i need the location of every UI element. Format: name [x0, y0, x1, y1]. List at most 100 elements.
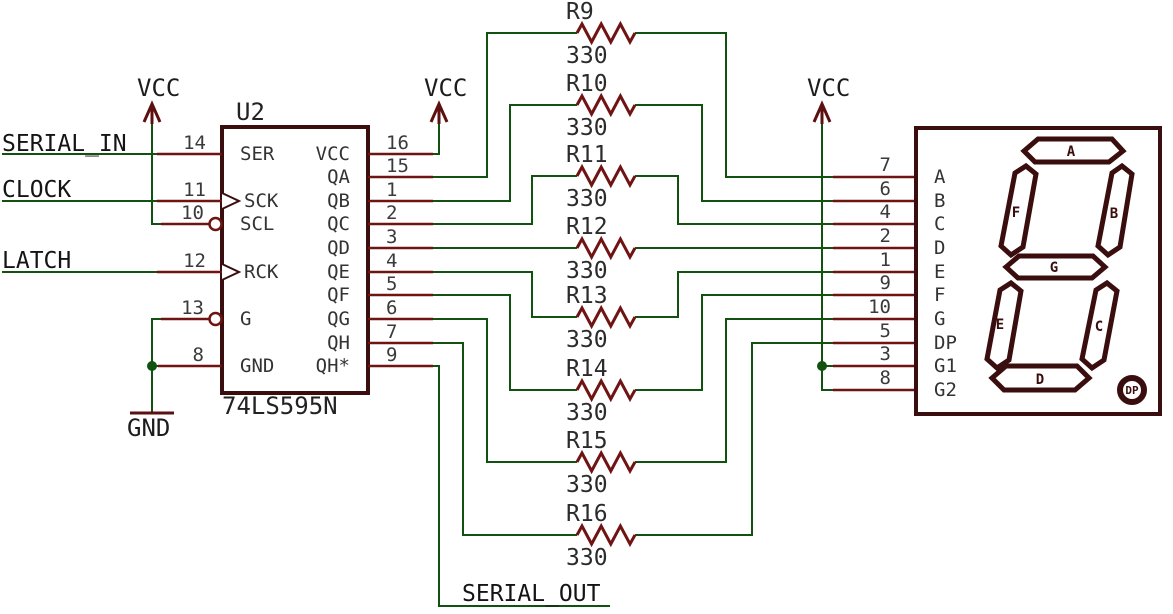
r11-name: R11 [566, 142, 608, 168]
u2-pin16-num: 16 [386, 132, 409, 154]
u2-body [220, 125, 370, 395]
vcc-1-arrow-icon [142, 100, 162, 124]
wire-vcc2[interactable] [433, 122, 440, 155]
wire-g-to-gnd[interactable] [151, 318, 161, 412]
u2-pin11-num: 11 [183, 179, 206, 201]
resistor-r14[interactable]: R14 330 [566, 356, 637, 426]
u2-chip[interactable]: U2 74LS595N 14 11 10 12 13 8 SER SCK SCL… [157, 98, 433, 420]
disp-pin6-num: 6 [880, 178, 891, 200]
segment-g-letter: G [1050, 260, 1058, 276]
segment-c-letter: C [1095, 319, 1103, 335]
resistor-r10[interactable]: R10 330 [566, 71, 637, 141]
u2-part-number: 74LS595N [222, 392, 338, 420]
segment-a-letter: A [1067, 144, 1076, 160]
u2-pin-gnd-name: GND [240, 355, 274, 377]
segment-c-shape [1079, 279, 1120, 372]
resistor-r12[interactable]: R12 330 [566, 214, 637, 284]
net-label-clock[interactable]: CLOCK [2, 177, 71, 203]
vcc-symbol-2[interactable]: VCC [424, 74, 467, 124]
u2-pin-qf-name: QF [327, 284, 350, 306]
r12-zigzag-icon [575, 235, 637, 261]
junction-dot-gnd [147, 361, 157, 371]
wire-qg-to-r15[interactable] [433, 318, 577, 463]
decimal-point-icon [1117, 375, 1147, 405]
wire-qc-to-r11[interactable] [433, 175, 577, 225]
disp-pin4-num: 4 [880, 201, 891, 223]
wire-r9-to-a[interactable] [635, 32, 833, 178]
wire-r15-to-g[interactable] [635, 318, 833, 463]
wire-r11-to-c[interactable] [635, 175, 833, 225]
vcc-1-label: VCC [137, 74, 180, 102]
net-label-serial-in[interactable]: SERIAL_IN [2, 131, 127, 157]
r9-name: R9 [566, 0, 594, 25]
u2-pin-qg-name: QG [327, 308, 350, 330]
disp-pin9-num: 9 [880, 272, 891, 294]
wire-qe-to-r13[interactable] [433, 271, 577, 318]
disp-name-g2: G2 [934, 379, 957, 401]
wire-r10-to-b[interactable] [635, 104, 833, 202]
decimal-point-letter: DP [1125, 384, 1139, 397]
r14-value: 330 [566, 400, 608, 426]
u2-pin13-num: 13 [181, 297, 204, 319]
r13-value: 330 [566, 327, 608, 353]
r10-value: 330 [566, 115, 608, 141]
wire-qf-to-r14[interactable] [433, 294, 577, 391]
vcc-symbol-3[interactable]: VCC [807, 74, 850, 124]
r9-value: 330 [566, 43, 608, 69]
wire-vcc1-to-scl[interactable] [151, 122, 161, 225]
wire-vcc3[interactable] [821, 122, 833, 391]
resistor-r11[interactable]: R11 330 [566, 142, 637, 212]
wire-r14-to-f[interactable] [635, 294, 833, 391]
r16-name: R16 [566, 501, 608, 527]
resistor-r13[interactable]: R13 330 [566, 283, 637, 353]
u2-pin-g-name: G [240, 308, 251, 330]
u2-scl-inversion-bubble-icon [208, 216, 223, 232]
wire-qb-to-r10[interactable] [433, 104, 577, 202]
wire-qhstar-serial-out[interactable] [433, 365, 610, 607]
disp-name-dp: DP [934, 332, 957, 354]
r13-zigzag-icon [575, 304, 637, 330]
u2-pin3-num: 3 [386, 226, 397, 248]
u2-sck-clock-triangle-icon [221, 192, 242, 210]
resistor-r9[interactable]: R9 330 [566, 0, 637, 69]
wire-qa-to-r9[interactable] [433, 32, 577, 178]
u2-pin-sck-name: SCK [244, 190, 279, 212]
wire-qh-to-r16[interactable] [433, 342, 577, 536]
gnd-symbol[interactable]: GND [127, 411, 174, 442]
resistor-r16[interactable]: R16 330 [566, 501, 637, 571]
segment-d-letter: D [1036, 372, 1044, 388]
segment-a-shape [1020, 136, 1127, 165]
u2-pin4-num: 4 [386, 250, 397, 272]
disp-name-b: B [934, 190, 945, 212]
wire-r16-to-dp[interactable] [635, 342, 833, 536]
r12-value: 330 [566, 258, 608, 284]
r10-zigzag-icon [575, 92, 637, 118]
disp-name-c: C [934, 213, 945, 235]
segment-b-shape [1095, 162, 1135, 259]
resistor-r15[interactable]: R15 330 [566, 428, 637, 498]
segment-b-letter: B [1110, 206, 1118, 222]
u2-rck-clock-triangle-icon [221, 263, 242, 281]
u2-pin-vcc-name: VCC [316, 143, 350, 165]
u2-pin9-num: 9 [386, 344, 397, 366]
disp-name-g1: G1 [934, 355, 957, 377]
wire-r13-to-e[interactable] [635, 271, 833, 318]
r13-name: R13 [566, 283, 608, 309]
r15-zigzag-icon [575, 449, 637, 475]
r16-value: 330 [566, 545, 608, 571]
vcc-symbol-1[interactable]: VCC [137, 74, 180, 124]
disp-pin2-num: 2 [880, 225, 891, 247]
vcc-2-label: VCC [424, 74, 467, 102]
net-label-latch[interactable]: LATCH [2, 248, 71, 274]
r14-zigzag-icon [575, 377, 637, 403]
seven-segment-display[interactable]: 7 6 4 2 1 9 10 5 3 8 A B C D E F G DP G1… [833, 126, 1162, 416]
r15-name: R15 [566, 428, 608, 454]
r11-value: 330 [566, 186, 608, 212]
vcc-3-label: VCC [807, 74, 850, 102]
net-label-serial-out[interactable]: SERIAL_OUT [462, 581, 601, 607]
r9-zigzag-icon [575, 20, 637, 46]
r10-name: R10 [566, 71, 608, 97]
disp-pin1-num: 1 [880, 249, 891, 271]
u2-pin-qc-name: QC [327, 213, 350, 235]
